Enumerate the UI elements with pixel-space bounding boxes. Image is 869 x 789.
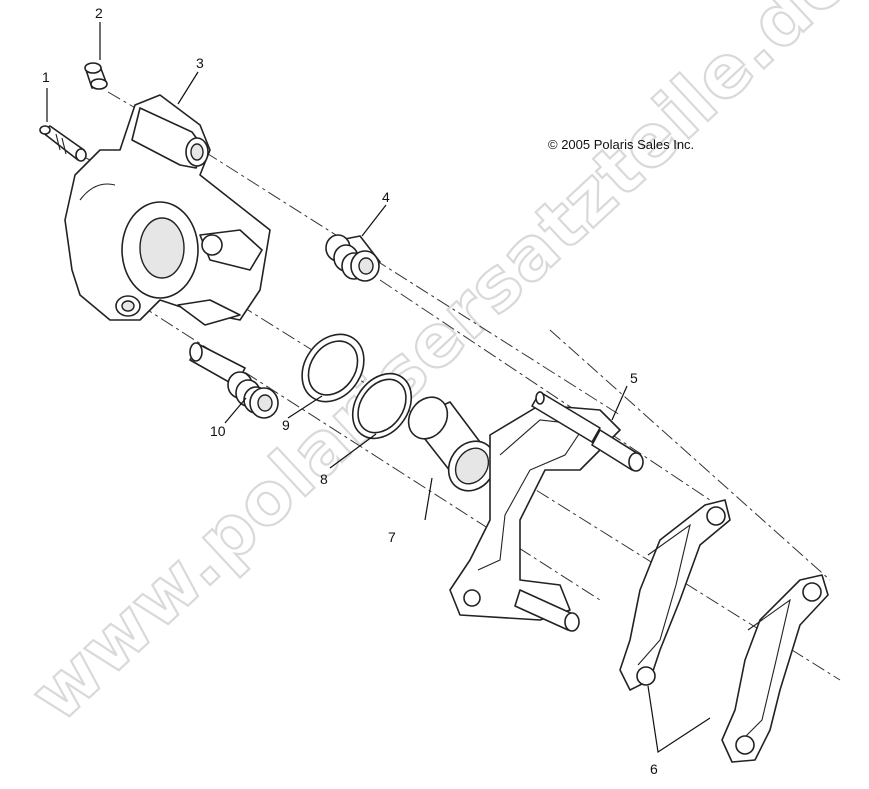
callout-labels: 1 2 3 4 5 6 7 8 9 10	[42, 5, 658, 777]
part-1-bleeder-screw	[39, 125, 87, 162]
part-5-caliper-bracket	[449, 391, 644, 632]
part-2-cap	[84, 62, 108, 90]
part-7-piston	[407, 396, 497, 492]
part-4-boot	[325, 234, 381, 282]
part-3-caliper-body	[64, 94, 271, 326]
part-9-seal	[301, 333, 365, 403]
part-8-seal	[351, 372, 413, 440]
callout-1: 1	[42, 69, 50, 85]
callout-9: 9	[282, 417, 290, 433]
part-10-pin-with-boot	[189, 342, 279, 419]
callout-10: 10	[210, 423, 226, 439]
callout-5: 5	[630, 370, 638, 386]
callout-6: 6	[650, 761, 658, 777]
copyright-notice: © 2005 Polaris Sales Inc.	[548, 137, 694, 152]
callout-7: 7	[388, 529, 396, 545]
part-6-brake-pad-rear	[721, 574, 829, 763]
callout-8: 8	[320, 471, 328, 487]
callout-leader-lines	[46, 22, 711, 754]
callout-4: 4	[382, 189, 390, 205]
callout-3: 3	[196, 55, 204, 71]
callout-2: 2	[95, 5, 103, 21]
part-6-brake-pad-front	[619, 499, 731, 691]
